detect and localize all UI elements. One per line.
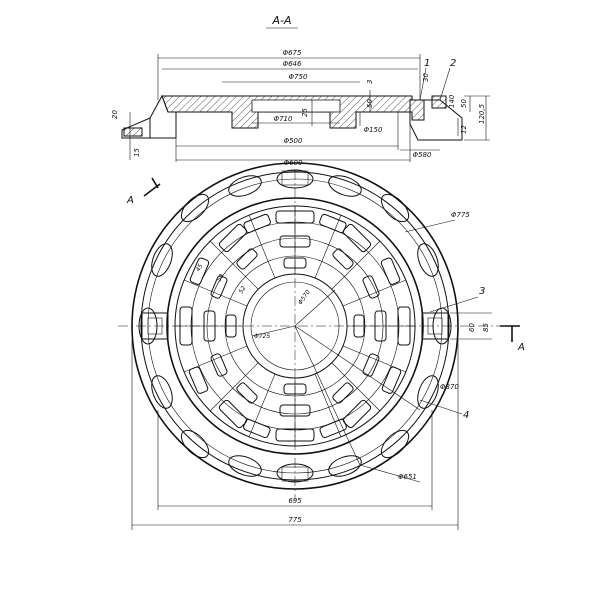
dim-h50b: 50 <box>460 99 468 108</box>
dim-d710: Φ710 <box>274 115 293 123</box>
dim-d646: Φ646 <box>283 60 302 68</box>
section-mark-right: А <box>517 342 525 353</box>
dim-d580: Φ580 <box>413 151 432 159</box>
dim-h85: 85 <box>482 323 490 332</box>
dim-w695: 695 <box>288 497 302 505</box>
dim-h30: 30 <box>422 73 430 82</box>
dim-h15: 15 <box>133 148 141 157</box>
section-title: А-А <box>271 14 291 27</box>
dim-d775: Φ775 <box>451 211 470 219</box>
dim-d750: Φ750 <box>289 73 308 81</box>
side-lugs <box>141 170 449 482</box>
dim-h3: 3 <box>366 80 374 84</box>
dim-d725: Φ725 <box>254 333 270 340</box>
dim-h50a: 50 <box>366 99 374 108</box>
dim-h12: 12 <box>460 125 468 134</box>
section-view: А-А Φ675 Φ646 Φ750 Φ710 Φ150 Φ500 Φ580 Φ… <box>111 14 490 167</box>
radial-ribs <box>175 206 415 446</box>
dim-h20: 20 <box>111 110 119 119</box>
dim-d570: Φ570 <box>297 289 312 306</box>
dim-h25: 25 <box>301 108 309 117</box>
grid-cells <box>179 210 411 442</box>
dim-r52: 52 <box>238 285 248 295</box>
callout-4: 4 <box>463 410 469 421</box>
dim-r50: 50 <box>216 273 226 283</box>
dim-h120: 120,5 <box>478 103 486 124</box>
section-cut-marks: А А <box>126 177 525 353</box>
callout-1: 1 <box>424 58 430 69</box>
section-dimensions: Φ675 Φ646 Φ750 Φ710 Φ150 Φ500 Φ580 Φ600 <box>157 49 440 167</box>
dim-d870: Φ870 <box>440 383 459 391</box>
dim-d500: Φ500 <box>284 137 303 145</box>
perimeter-ovals <box>138 169 452 483</box>
dim-h140: 140 <box>448 94 456 108</box>
cover-edge <box>166 197 424 455</box>
section-profile <box>121 90 490 162</box>
plan-view: Φ775 Φ725 Φ570 Φ870 Φ651 45 50 52 3 4 60… <box>118 162 525 530</box>
section-mark-left: А <box>126 195 134 206</box>
dim-d675: Φ675 <box>283 49 302 57</box>
dim-r45: 45 <box>195 263 205 273</box>
callout-2: 2 <box>450 58 456 69</box>
dim-w775: 775 <box>288 516 302 524</box>
dim-h60: 60 <box>468 323 476 332</box>
dim-d150: Φ150 <box>364 126 383 134</box>
dim-d651: Φ651 <box>398 473 417 481</box>
callout-3: 3 <box>479 286 485 297</box>
outer-rim <box>131 162 459 490</box>
